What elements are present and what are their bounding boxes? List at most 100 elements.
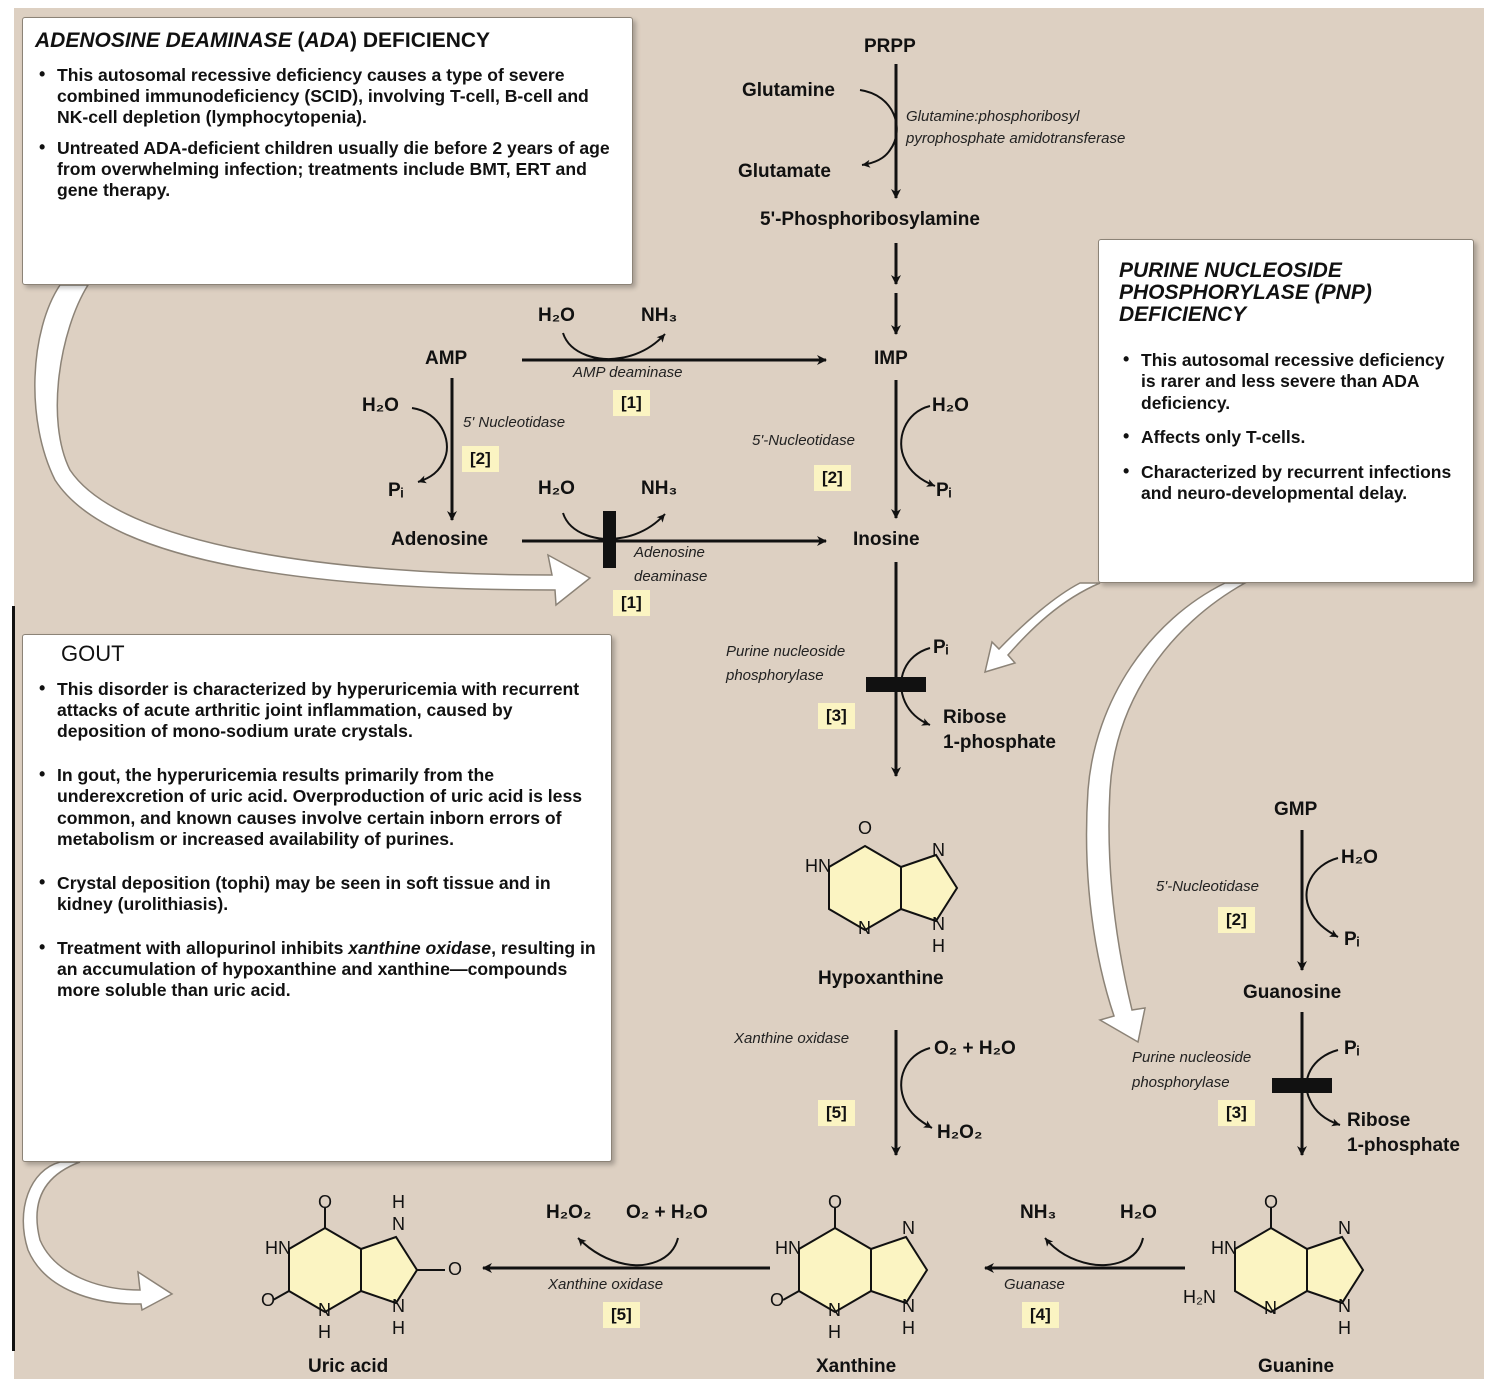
pi-label: Pᵢ xyxy=(388,480,404,501)
amidotransferase-label: Glutamine:phosphoribosyl xyxy=(906,108,1080,125)
h2o-label: H₂O xyxy=(1120,1202,1157,1223)
gout-callout-arrow xyxy=(22,1161,174,1312)
pnp-label-2: phosphorylase xyxy=(726,667,824,684)
atom-n: N xyxy=(902,1218,915,1238)
ribose-phosphate-label-2: 1-phosphate xyxy=(1347,1135,1460,1156)
atom-n: N xyxy=(1338,1218,1351,1238)
prpp-label: PRPP xyxy=(864,36,916,57)
h2o-label: H₂O xyxy=(362,395,399,416)
pnp-box-list: This autosomal recessive deficiency is r… xyxy=(1119,349,1461,505)
atom-o: O xyxy=(1264,1192,1279,1212)
left-edge-rule xyxy=(12,606,15,1351)
gout-bullet: Treatment with allopurinol inhibits xant… xyxy=(35,937,601,1001)
atom-n: N xyxy=(392,1296,405,1316)
glutamate-label: Glutamate xyxy=(738,161,831,182)
ada-deficiency-box: ADENOSINE DEAMINASE (ADA) DEFICIENCY Thi… xyxy=(22,17,633,285)
step-tag-4: [4] xyxy=(1022,1302,1059,1328)
gout-bullet: Crystal deposition (tophi) may be seen i… xyxy=(35,872,601,915)
guanase-label: Guanase xyxy=(1004,1276,1065,1293)
adenosine-label: Adenosine xyxy=(391,529,489,550)
h2o2-label: H₂O₂ xyxy=(546,1202,592,1223)
atom-hn: HN xyxy=(265,1238,291,1258)
atom-h: H xyxy=(902,1318,915,1338)
ribose-label: Ribose xyxy=(943,707,1007,728)
pnp-bullet: Characterized by recurrent infections an… xyxy=(1119,461,1461,505)
step-tag-2: [2] xyxy=(462,446,499,472)
xanthine-oxidase-label: Xanthine oxidase xyxy=(548,1276,664,1293)
gout-bullet: In gout, the hyperuricemia results prima… xyxy=(35,764,601,849)
atom-n: N xyxy=(1338,1296,1351,1316)
pnp-callout-arrow-2 xyxy=(983,582,1101,674)
guanosine-label: Guanosine xyxy=(1243,982,1342,1003)
pnp-box-title: PURINE NUCLEOSIDE PHOSPHORYLASE (PNP) DE… xyxy=(1119,259,1372,327)
nucleotidase-label: 5' Nucleotidase xyxy=(463,414,566,431)
atom-n: N xyxy=(932,914,945,934)
atom-n: N xyxy=(392,1214,405,1234)
pnp-callout-arrow xyxy=(1085,582,1248,1044)
o2-h2o-label: O₂ + H₂O xyxy=(934,1038,1016,1059)
step-tag-1: [1] xyxy=(613,590,650,616)
atom-o: O xyxy=(828,1192,843,1212)
step-tag-2: [2] xyxy=(814,465,851,491)
h2o-label: H₂O xyxy=(538,305,575,326)
atom-h: H xyxy=(932,936,945,956)
atom-n: N xyxy=(1264,1298,1277,1318)
atom-n: N xyxy=(932,840,945,860)
nh3-label: NH₃ xyxy=(1020,1202,1057,1223)
h2o-label: H₂O xyxy=(932,395,969,416)
pi-label: Pᵢ xyxy=(1344,1038,1360,1059)
hypoxanthine-label: Hypoxanthine xyxy=(818,968,944,989)
atom-n: N xyxy=(318,1300,331,1320)
step-tag-2: [2] xyxy=(1218,907,1255,933)
pnp-block-bar-guanosine xyxy=(1272,1078,1332,1093)
atom-h: H xyxy=(392,1192,405,1212)
hypoxanthine-structure xyxy=(828,844,959,932)
atom-o: O xyxy=(858,818,873,838)
step-tag-3: [3] xyxy=(818,703,855,729)
ribose-label-2: Ribose xyxy=(1347,1110,1411,1131)
pnp-label: Purine nucleoside xyxy=(726,643,846,660)
guanine-structure xyxy=(1234,1208,1365,1314)
atom-h: H xyxy=(318,1322,331,1342)
ada-block-bar xyxy=(603,511,616,568)
atom-o: O xyxy=(770,1290,785,1310)
pnp-label: Purine nucleoside xyxy=(1132,1049,1252,1066)
nucleotidase-label: 5'-Nucleotidase xyxy=(1156,878,1259,895)
pi-label: Pᵢ xyxy=(1344,929,1360,950)
h2o-label: H₂O xyxy=(538,478,575,499)
atom-h2n: H₂N xyxy=(1183,1287,1216,1307)
atom-n: N xyxy=(902,1296,915,1316)
xanthine-oxidase-label: Xanthine oxidase xyxy=(734,1030,850,1047)
ada-callout-arrow xyxy=(34,284,592,607)
imp-label: IMP xyxy=(874,348,908,369)
atom-o: O xyxy=(448,1259,463,1279)
gmp-label: GMP xyxy=(1274,799,1318,820)
ada-bullet: Untreated ADA-deficient children usually… xyxy=(35,137,622,200)
amp-deaminase-label: AMP deaminase xyxy=(573,364,683,381)
atom-o: O xyxy=(318,1192,333,1212)
uric-acid-structure xyxy=(272,1208,445,1314)
gout-box: GOUT This disorder is characterized by h… xyxy=(22,634,612,1162)
gout-bullet: This disorder is characterized by hyperu… xyxy=(35,678,601,742)
glutamine-label: Glutamine xyxy=(742,80,835,101)
amidotransferase-label-2: pyrophosphate amidotransferase xyxy=(906,130,1126,147)
uric-acid-label: Uric acid xyxy=(308,1356,389,1377)
atom-h: H xyxy=(392,1318,405,1338)
o2-h2o-label: O₂ + H₂O xyxy=(626,1202,708,1223)
atom-hn: HN xyxy=(775,1238,801,1258)
pnp-block-bar-inosine xyxy=(866,677,926,692)
ada-box-list: This autosomal recessive deficiency caus… xyxy=(35,64,622,201)
ribose-phosphate-label: 1-phosphate xyxy=(943,732,1056,753)
atom-o: O xyxy=(261,1290,276,1310)
atom-n: N xyxy=(858,918,871,938)
nh3-label: NH₃ xyxy=(641,478,678,499)
adenosine-deaminase-label-2: deaminase xyxy=(634,568,708,585)
guanine-label: Guanine xyxy=(1258,1356,1335,1377)
pnp-deficiency-box: PURINE NUCLEOSIDE PHOSPHORYLASE (PNP) DE… xyxy=(1098,239,1474,583)
nucleotidase-label: 5'-Nucleotidase xyxy=(752,432,855,449)
gout-box-title: GOUT xyxy=(61,641,125,666)
atom-hn: HN xyxy=(805,856,831,876)
atom-n: N xyxy=(828,1300,841,1320)
